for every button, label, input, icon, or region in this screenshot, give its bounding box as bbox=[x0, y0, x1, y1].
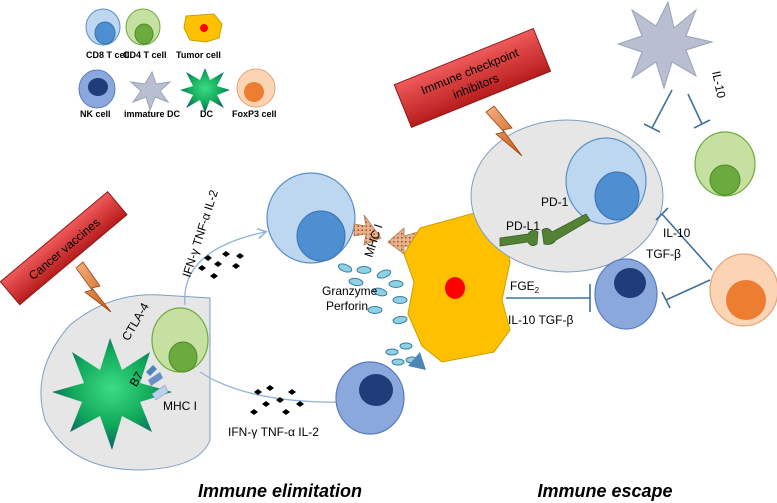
fge2-label: FGE2 bbox=[510, 279, 540, 295]
pdl1-ligand bbox=[499, 230, 539, 247]
legend-immature-dc-label: immature DC bbox=[124, 109, 181, 119]
lightning-bolt-icon bbox=[75, 261, 112, 313]
mhc-left-label: MHC I bbox=[163, 399, 197, 413]
immune-escape-title: Immune escape bbox=[537, 481, 672, 501]
cytokines-lower-label: IFN-γ TNF-α IL-2 bbox=[228, 425, 319, 439]
immune-elimination-title: Immune elimitation bbox=[198, 481, 362, 501]
pd1-label: PD-1 bbox=[541, 195, 569, 209]
legend-cd4-label: CD4 T cell bbox=[123, 50, 167, 60]
il10-right-label: IL-10 bbox=[663, 226, 691, 240]
cd8-t-cell-escape bbox=[565, 137, 647, 225]
foxp3-cell bbox=[709, 253, 777, 327]
legend-foxp3-label: FoxP3 cell bbox=[232, 109, 277, 119]
cytokine-cluster-lower bbox=[250, 385, 304, 415]
legend-tumor-label: Tumor cell bbox=[176, 50, 221, 60]
legend-nk-label: NK cell bbox=[80, 109, 111, 119]
cancer-vaccines-label: Cancer vaccines bbox=[26, 215, 103, 283]
cytokines-upper-label: IFN-γ TNF-α IL-2 bbox=[180, 188, 222, 279]
legend-cd4: CD4 T cell bbox=[123, 8, 167, 60]
b7-label: B7 bbox=[127, 369, 147, 389]
granzyme-label: Granzyme bbox=[322, 284, 378, 298]
legend-cd8-label: CD8 T cell bbox=[86, 50, 130, 60]
b7-ligand bbox=[148, 372, 163, 386]
nk-cell bbox=[335, 361, 405, 435]
legend-immature-dc: immature DC bbox=[124, 70, 181, 119]
dendritic-cell bbox=[52, 338, 172, 450]
legend-cd8: CD8 T cell bbox=[85, 8, 130, 60]
legend: CD8 T cell CD4 T cell Tumor cell NK cell… bbox=[78, 8, 277, 119]
pd1-receptor bbox=[541, 213, 591, 245]
legend-foxp3: FoxP3 cell bbox=[232, 68, 277, 119]
ctla4-receptor bbox=[146, 365, 157, 376]
legend-dc: DC bbox=[180, 68, 230, 119]
tumor-nucleus bbox=[445, 277, 465, 299]
cd4-t-cell-escape bbox=[694, 131, 756, 197]
il10-tgfb-label: IL-10 TGF-β bbox=[508, 313, 573, 327]
pdl1-label: PD-L1 bbox=[506, 219, 540, 233]
perforin-label: Perforin bbox=[326, 299, 368, 313]
arrow-to-nk bbox=[199, 371, 355, 402]
legend-nk: NK cell bbox=[78, 69, 116, 119]
nk-cell-escape bbox=[594, 258, 658, 330]
mhc-arrow-cd8 bbox=[353, 214, 382, 246]
mhc-left-connector bbox=[151, 384, 169, 401]
granzyme-perforin-granules bbox=[337, 263, 408, 325]
lightning-bolt-icon bbox=[485, 105, 523, 157]
tgfb-right-label: TGF-β bbox=[646, 247, 681, 261]
arrow-to-cd8 bbox=[184, 232, 265, 306]
legend-tumor: Tumor cell bbox=[176, 13, 223, 60]
cd4-t-cell-elimination bbox=[151, 307, 209, 373]
cancer-vaccines-banner: Cancer vaccines bbox=[0, 191, 128, 306]
nk-arrow bbox=[408, 352, 426, 370]
cytokine-cluster-upper bbox=[198, 251, 244, 279]
legend-dc-label: DC bbox=[200, 109, 213, 119]
il10-top-label: IL-10 bbox=[709, 70, 728, 100]
cd8-t-cell-elimination bbox=[266, 172, 356, 264]
inhibition-lines bbox=[506, 89, 713, 312]
checkpoint-inhibitor-banner: Immune checkpoint inhibitors bbox=[393, 27, 552, 129]
immature-dc-cell bbox=[616, 0, 714, 90]
